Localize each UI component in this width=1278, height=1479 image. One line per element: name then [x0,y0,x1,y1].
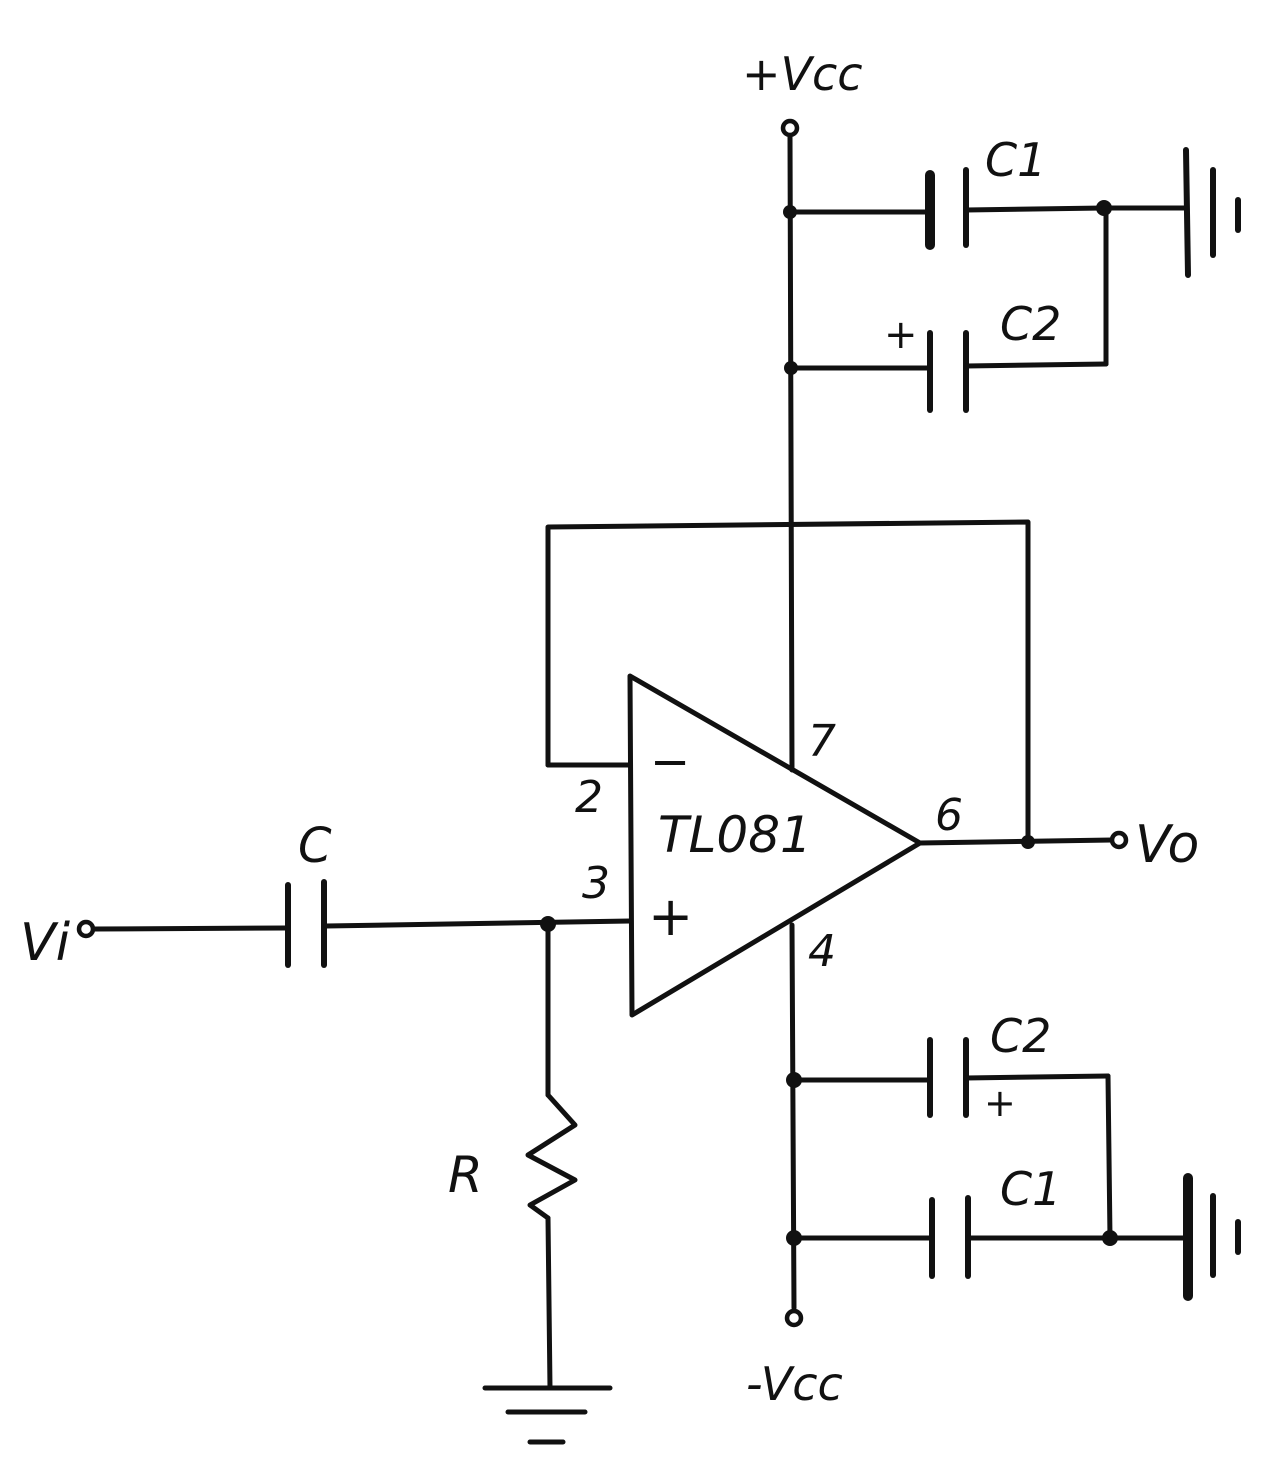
noninverting-input-wire [323,918,633,929]
pin-7-label: 7 [808,716,836,767]
ground-symbol-bar-1 [1183,147,1191,278]
c2b-right-lead [963,1073,1111,1081]
pin-6-label: 6 [935,790,963,841]
resistor-zigzag [525,1092,578,1221]
c2-label: C2 [1000,297,1061,351]
input-lead [91,925,289,932]
top-capacitor-c2: + C2 [788,297,1109,413]
resistor-r: R [448,921,613,1445]
c2-polarity-label: + [884,312,918,358]
output-wire [917,837,1115,846]
output-terminal [1109,830,1129,850]
output-label: Vo [1135,815,1199,875]
c1-label: C1 [985,133,1046,187]
ground-node-wire [1105,1073,1113,1241]
opamp-tl081: TL081 − + 2 3 7 4 6 [575,673,963,1018]
positive-supply-terminal [780,118,800,138]
positive-supply-rail: +Vcc [742,47,863,773]
supply-positive-label: +Vcc [742,47,863,101]
bottom-capacitor-c2: C2 + [791,1009,1111,1125]
top-capacitor-c1: C1 [787,133,1107,250]
opamp-inverting-sign: − [650,734,690,790]
opamp-triangle [627,673,923,1018]
supply-negative-label: -Vcc [746,1357,843,1411]
bottom-ground-node [1102,1073,1241,1301]
pin-2-label: 2 [575,772,603,823]
c1b-label: C1 [1000,1162,1061,1216]
c2b-polarity-label: + [984,1081,1016,1125]
c2b-label: C2 [990,1009,1051,1063]
negative-supply-rail: -Vcc [746,922,843,1411]
top-ground-node [1096,147,1241,367]
negative-supply-terminal [784,1308,804,1328]
pin-3-label: 3 [582,858,610,909]
c2-right-lead [963,361,1109,369]
input-section: Vi C [20,818,633,973]
input-label: Vi [20,913,71,973]
c1-right-lead [963,205,1107,213]
opamp-noninverting-sign: + [648,885,693,948]
opamp-name-label: TL081 [658,806,812,864]
input-terminal [76,919,96,939]
input-capacitor-label: C [298,818,332,874]
resistor-label: R [448,1146,483,1204]
feedback-wire [545,519,1031,845]
output-section: Vo [917,815,1199,875]
feedback-loop [545,519,1031,845]
resistor-bottom-lead [545,1215,553,1391]
junction-dot [1021,835,1035,849]
negative-rail-wire [789,922,797,1311]
positive-rail-wire [787,133,795,773]
pin-4-label: 4 [808,926,836,977]
bottom-capacitor-c1: C1 [791,1162,1113,1279]
